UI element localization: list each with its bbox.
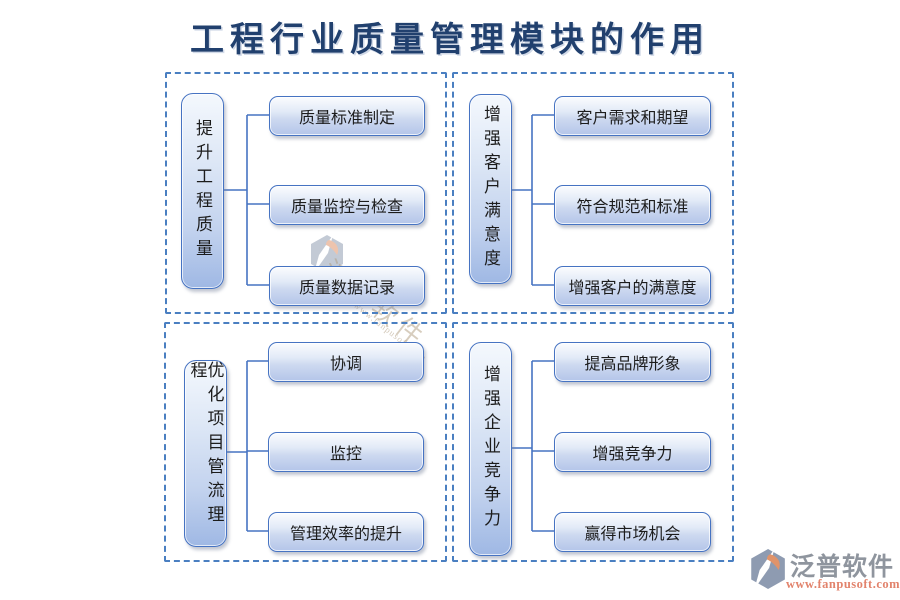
item-monitoring: 监控	[268, 432, 424, 472]
category-box-improve-quality: 提升工程质量	[181, 93, 224, 289]
item-conform-standards: 符合规范和标准	[554, 185, 711, 225]
category-label: 增强企业竞争力	[481, 365, 500, 533]
item-customer-needs: 客户需求和期望	[554, 96, 711, 136]
category-label: 增强客户满意度	[481, 105, 500, 273]
item-coordination: 协调	[268, 342, 424, 382]
panel-optimize-project-process: 优化项目管流理程 协调 监控 管理效率的提升	[164, 322, 447, 562]
item-enhance-satisfaction: 增强客户的满意度	[554, 266, 711, 306]
category-box-competitiveness: 增强企业竞争力	[469, 342, 512, 556]
category-box-customer-satisfaction: 增强客户满意度	[469, 94, 512, 284]
fanpu-logo-icon	[751, 549, 785, 589]
category-label: 提升工程质量	[193, 119, 212, 263]
item-competitiveness: 增强竞争力	[554, 432, 711, 472]
item-efficiency-improvement: 管理效率的提升	[268, 512, 424, 552]
panel-improve-engineering-quality: 提升工程质量 质量标准制定 质量监控与检查 质量数据记录	[165, 72, 447, 314]
logo-url: www.fanpusoft.com	[786, 577, 900, 591]
item-quality-monitoring: 质量监控与检查	[269, 185, 425, 225]
page-title: 工程行业质量管理模块的作用	[190, 22, 710, 59]
connector-lines	[510, 360, 555, 532]
category-label: 优化项目管流理程	[187, 361, 224, 529]
item-brand-image: 提高品牌形象	[554, 342, 711, 382]
category-box-optimize-process: 优化项目管流理程	[184, 360, 227, 547]
fanpu-logo: 泛普软件 www.fanpusoft.com	[746, 547, 900, 595]
item-quality-standard: 质量标准制定	[269, 96, 425, 136]
panel-enhance-competitiveness: 增强企业竞争力 提高品牌形象 增强竞争力 赢得市场机会	[452, 322, 734, 562]
item-market-opportunity: 赢得市场机会	[554, 512, 711, 552]
connector-lines	[222, 114, 270, 286]
connector-lines	[510, 114, 555, 286]
connector-lines	[224, 360, 270, 532]
item-quality-data-record: 质量数据记录	[269, 266, 425, 306]
panel-enhance-customer-satisfaction: 增强客户满意度 客户需求和期望 符合规范和标准 增强客户的满意度	[452, 72, 734, 314]
logo-name: 泛普软件	[790, 553, 895, 581]
